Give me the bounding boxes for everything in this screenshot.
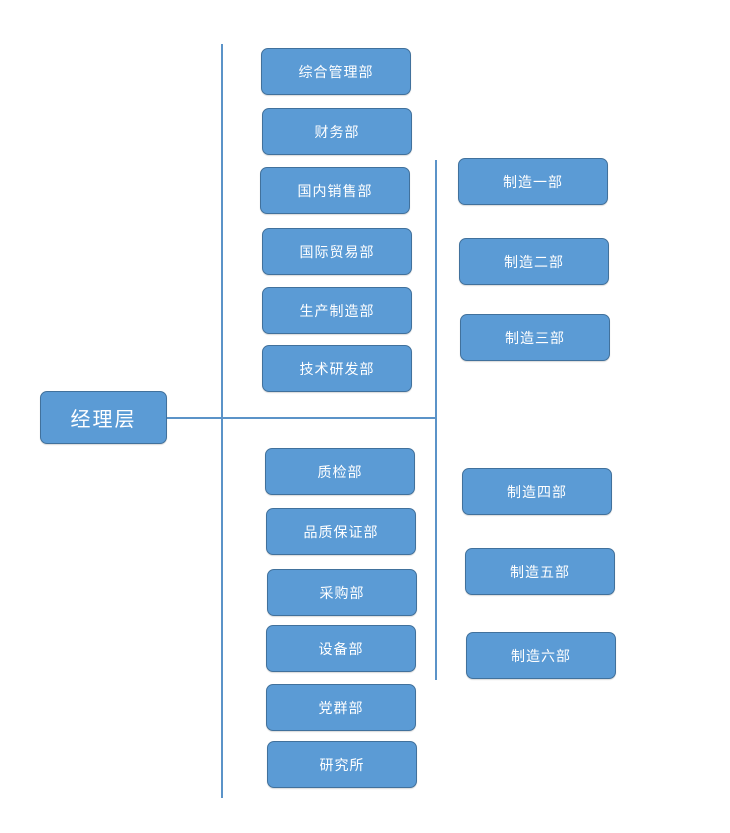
department-node: 设备部	[266, 625, 416, 672]
department-node: 技术研发部	[262, 345, 412, 392]
departments-vertical-connector	[221, 44, 223, 798]
department-node: 质检部	[265, 448, 415, 495]
department-node: 国际贸易部	[262, 228, 412, 275]
department-node: 生产制造部	[262, 287, 412, 334]
manufacturing-unit-node: 制造四部	[462, 468, 612, 515]
manufacturing-vertical-connector	[435, 160, 437, 680]
department-node: 品质保证部	[266, 508, 416, 555]
department-node: 国内销售部	[260, 167, 410, 214]
root-connector	[166, 417, 436, 419]
manufacturing-unit-node: 制造五部	[465, 548, 615, 595]
root-manager-node: 经理层	[40, 391, 167, 444]
department-node: 研究所	[267, 741, 417, 788]
department-node: 财务部	[262, 108, 412, 155]
department-node: 党群部	[266, 684, 416, 731]
department-node: 采购部	[267, 569, 417, 616]
manufacturing-unit-node: 制造三部	[460, 314, 610, 361]
manufacturing-unit-node: 制造六部	[466, 632, 616, 679]
manufacturing-unit-node: 制造二部	[459, 238, 609, 285]
manufacturing-unit-node: 制造一部	[458, 158, 608, 205]
department-node: 综合管理部	[261, 48, 411, 95]
